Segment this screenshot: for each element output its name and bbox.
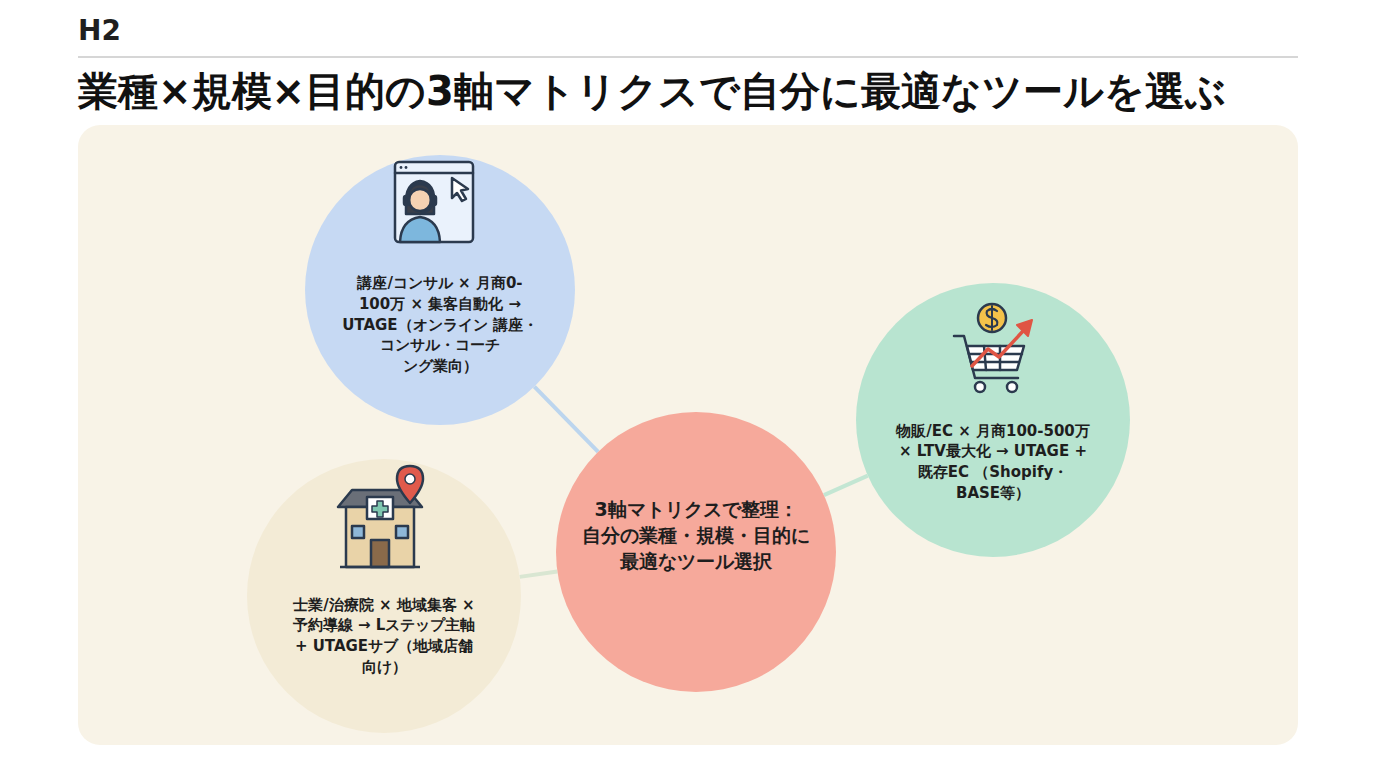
segment-text: 講座/コンサル × 月商0-100万 × 集客自動化 → UTAGE（オンライン…: [342, 273, 538, 376]
segment-circle: 士業/治療院 × 地域集客 × 予約導線 → Lステップ主軸 + UTAGEサブ…: [247, 459, 521, 733]
segment-text: 士業/治療院 × 地域集客 × 予約導線 → Lステップ主軸 + UTAGEサブ…: [289, 595, 479, 678]
segment-text: 物販/EC × 月商100-500万 × LTV最大化 → UTAGE + 既存…: [895, 421, 1091, 504]
hub-text: 3軸マトリクスで整理： 自分の業種・規模・目的に 最適なツール選択: [573, 496, 819, 575]
title: 業種×規模×目的の3軸マトリクスで自分に最適なツールを選ぶ: [78, 64, 1226, 119]
circle-fill: [305, 155, 575, 425]
circle-fill: [856, 283, 1130, 557]
circle-fill: [247, 459, 521, 733]
hub-circle: 3軸マトリクスで整理： 自分の業種・規模・目的に 最適なツール選択: [556, 412, 836, 692]
connector-line: [534, 387, 598, 452]
connector-line: [824, 476, 868, 496]
text-wrap: 講座/コンサル × 月商0-100万 × 集客自動化 → UTAGE（オンライン…: [342, 273, 538, 376]
text-wrap: 3軸マトリクスで整理： 自分の業種・規模・目的に 最適なツール選択: [573, 496, 819, 575]
circle-fill: [556, 412, 836, 692]
support-icon: [395, 162, 473, 242]
text-wrap: 士業/治療院 × 地域集客 × 予約導線 → Lステップ主軸 + UTAGEサブ…: [289, 595, 479, 678]
connector-line: [520, 572, 558, 577]
segment-circle: 講座/コンサル × 月商0-100万 × 集客自動化 → UTAGE（オンライン…: [305, 155, 575, 425]
text-wrap: 物販/EC × 月商100-500万 × LTV最大化 → UTAGE + 既存…: [895, 421, 1091, 504]
heading-rule: [78, 56, 1298, 58]
segment-circle: 物販/EC × 月商100-500万 × LTV最大化 → UTAGE + 既存…: [856, 283, 1130, 557]
cart-icon: [954, 304, 1032, 392]
clinic-icon: [338, 466, 423, 567]
circle-shape: [856, 283, 1130, 557]
heading-level: H2: [78, 14, 121, 47]
panel: [78, 125, 1298, 745]
